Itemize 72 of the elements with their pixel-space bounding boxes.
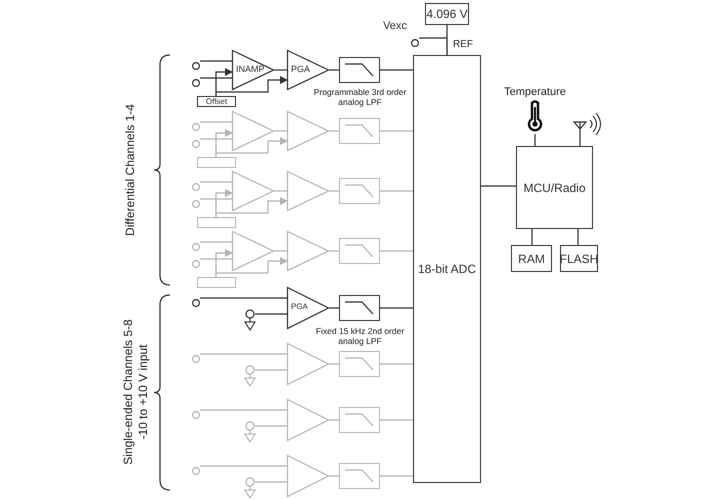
connector-line: [200, 258, 232, 260]
filter-caption: Fixed 15 kHz 2nd order analog LPF: [314, 326, 406, 346]
connector-line: [274, 130, 287, 132]
connector-line: [380, 419, 413, 421]
filter-box: [339, 178, 380, 204]
connector-line: [329, 130, 339, 132]
connector-line: [329, 475, 339, 477]
connector-line: [200, 297, 287, 299]
connector-line: [255, 481, 287, 483]
connector-line: [329, 307, 339, 309]
filter-box: [339, 238, 380, 264]
group-label: Single-ended Channels 5-8 -10 to +10 V input: [121, 318, 151, 467]
connector-line: [200, 465, 287, 467]
connector-line: [200, 77, 232, 79]
amplifier-label: PGA: [291, 302, 308, 311]
connector-line: [534, 134, 536, 146]
connector-line: [200, 60, 232, 62]
adc-block: 18-bit ADC: [413, 55, 481, 483]
connector-line: [329, 190, 339, 192]
connector-line: [200, 198, 232, 200]
connector-line: [200, 138, 232, 140]
filter-caption: Programmable 3rd order analog LPF: [312, 87, 408, 107]
connector-line: [531, 229, 533, 245]
sensor-label: Temperature: [504, 86, 566, 98]
connector-line: [380, 475, 413, 477]
connector-line: [481, 185, 516, 187]
connector-line: [200, 353, 287, 355]
offset-block: [197, 217, 236, 228]
connector-line: [380, 363, 413, 365]
arrow: [215, 257, 288, 277]
arrow: [215, 197, 288, 217]
connector-line: [329, 69, 339, 71]
connector-line: [579, 136, 581, 146]
connector-line: [419, 37, 448, 55]
connector-line: [329, 419, 339, 421]
connector-line: [200, 181, 232, 183]
pin-label: REF: [452, 40, 474, 50]
group-label: Differential Channels 1-4: [123, 103, 138, 238]
arrow: [215, 137, 288, 157]
connector-line: [200, 241, 232, 243]
connector-line: [255, 425, 287, 427]
filter-box: [339, 295, 380, 321]
arrow: [215, 76, 288, 96]
offset-block: Offset: [197, 96, 236, 107]
terminal-label: Vexc: [382, 19, 408, 34]
connector-line: [329, 250, 339, 252]
filter-box: [339, 351, 380, 377]
connector-line: [274, 250, 287, 252]
amplifier-label: INAMP: [236, 64, 265, 74]
connector-line: [577, 229, 579, 245]
connector-line: [274, 69, 287, 71]
connector-line: [380, 307, 413, 309]
connector-line: [200, 409, 287, 411]
filter-box: [339, 407, 380, 433]
connector-line: [329, 363, 339, 365]
offset-block: [197, 277, 236, 288]
amplifier-label: PGA: [291, 64, 310, 74]
connector-line: [380, 69, 413, 71]
connector-line: [380, 190, 413, 192]
filter-box: [339, 463, 380, 489]
connector-line: [380, 130, 413, 132]
memory-block: RAM: [511, 245, 552, 272]
connector-line: [255, 369, 287, 371]
connector-line: [200, 121, 232, 123]
connector-line: [255, 313, 287, 315]
connector-line: [380, 250, 413, 252]
mcu-block: MCU/Radio: [516, 146, 593, 229]
connector-line: [274, 190, 287, 192]
filter-box: [339, 118, 380, 144]
filter-box: [339, 57, 380, 83]
reference-box: 4.096 V: [425, 3, 469, 25]
offset-block: [197, 157, 236, 168]
